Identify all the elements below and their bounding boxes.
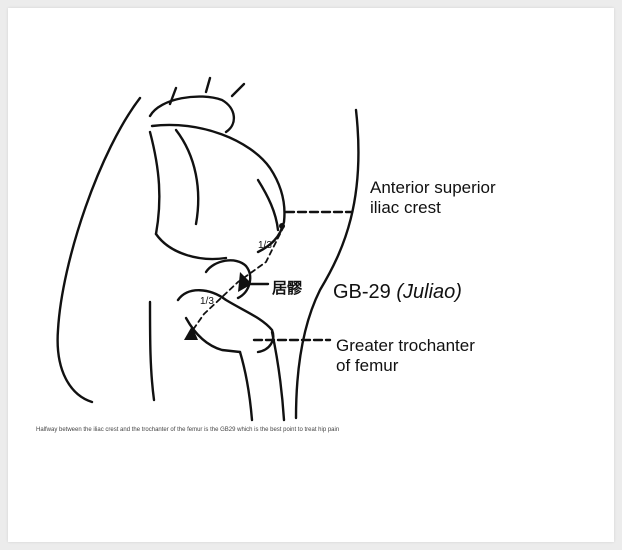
greater-trochanter-label: Greater trochanter of femur xyxy=(336,336,475,376)
anterior-superior-line1: Anterior superior xyxy=(370,178,496,198)
anterior-superior-label: Anterior superior iliac crest xyxy=(370,178,496,218)
anterior-superior-line2: iliac crest xyxy=(370,198,496,218)
greater-trochanter-line1: Greater trochanter xyxy=(336,336,475,356)
chinese-point-name: 居髎 xyxy=(272,279,302,299)
point-label: GB-29 (Juliao) xyxy=(333,281,462,303)
greater-trochanter-line2: of femur xyxy=(336,356,475,376)
third-lower-label: 1/3 xyxy=(200,296,214,307)
greater-trochanter xyxy=(178,290,273,352)
point-pinyin: (Juliao) xyxy=(396,281,462,303)
third-upper-label: 1/3 xyxy=(258,240,272,251)
point-code: GB-29 xyxy=(333,281,391,303)
buttock-outline xyxy=(58,98,140,402)
iliac-crest-bone xyxy=(152,125,284,252)
figure-caption: Halfway between the iliac crest and the … xyxy=(36,426,356,435)
